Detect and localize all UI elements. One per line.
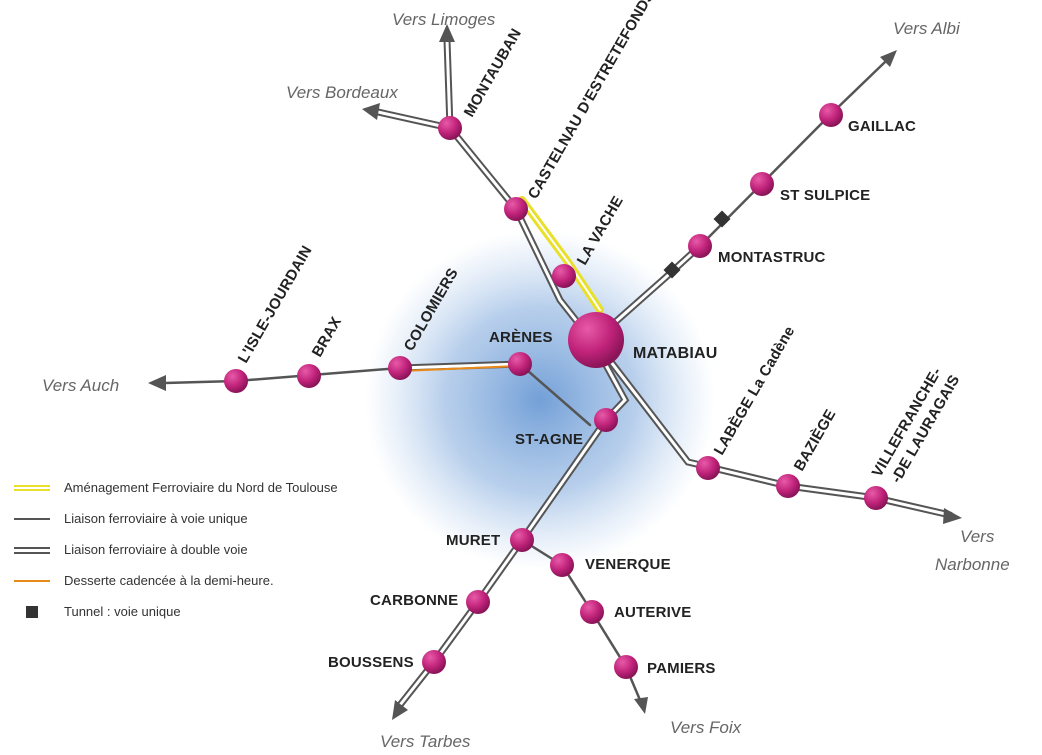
label-labege: LABÈGE La Cadène [711,323,799,458]
station-gaillac[interactable] [819,103,843,127]
track-albi [591,50,897,344]
label-montauban: MONTAUBAN [461,26,525,120]
legend-item-double-track: Liaison ferroviaire à double voie [14,534,374,565]
label-muret: MURET [446,532,500,549]
map-legend: Aménagement Ferroviaire du Nord de Toulo… [14,472,374,627]
label-gaillac: GAILLAC [848,118,916,135]
label-st-agne: ST-AGNE [515,431,583,448]
direction-narbonne-2: Narbonne [935,555,1010,574]
station-labege[interactable] [696,456,720,480]
single-line-swatch [14,512,54,526]
legend-label: Liaison ferroviaire à voie unique [64,511,248,526]
station-venerque[interactable] [550,553,574,577]
label-montastruc: MONTASTRUC [718,249,826,266]
station-baziege[interactable] [776,474,800,498]
station-brax[interactable] [297,364,321,388]
label-baziege: BAZIÈGE [791,407,840,474]
station-arenes[interactable] [508,352,532,376]
label-pamiers: PAMIERS [647,660,716,677]
legend-item-single-track: Liaison ferroviaire à voie unique [14,503,374,534]
label-brax: BRAX [309,314,345,360]
label-castelnau: CASTELNAU D'ESTRETEFONDS [525,0,658,202]
station-colomiers[interactable] [388,356,412,380]
station-carbonne[interactable] [466,590,490,614]
station-castelnau[interactable] [504,197,528,221]
legend-label: Tunnel : voie unique [64,604,181,619]
direction-tarbes: Vers Tarbes [380,732,471,751]
track-arenes-stagne [518,362,592,427]
station-montauban[interactable] [438,116,462,140]
legend-label: Liaison ferroviaire à double voie [64,542,248,557]
direction-narbonne-1: Vers [960,527,995,546]
direction-limoges: Vers Limoges [392,10,496,29]
label-st-sulpice: ST SULPICE [780,187,870,204]
label-isle-jourdain: L'ISLE-JOURDAIN [235,243,316,366]
legend-item-afnt: Aménagement Ferroviaire du Nord de Toulo… [14,472,374,503]
station-auterive[interactable] [580,600,604,624]
label-auterive: AUTERIVE [614,604,691,621]
tunnel-marker [713,210,731,228]
station-la-vache[interactable] [552,264,576,288]
legend-label: Aménagement Ferroviaire du Nord de Toulo… [64,480,338,495]
direction-foix: Vers Foix [670,718,742,737]
tunnel-square-icon [14,605,54,619]
label-venerque: VENERQUE [585,556,671,573]
label-carbonne: CARBONNE [370,592,458,609]
legend-label: Desserte cadencée à la demi-heure. [64,573,274,588]
orange-line-swatch [14,574,54,588]
track-north [446,124,604,342]
station-villefranche[interactable] [864,486,888,510]
direction-albi: Vers Albi [893,19,961,38]
station-boussens[interactable] [422,650,446,674]
direction-labels: Vers Limoges Vers Bordeaux Vers Albi Ver… [42,10,1010,751]
track-limoges [439,24,455,132]
tunnel-marker [663,261,681,279]
station-matabiau[interactable] [568,312,624,368]
station-montastruc[interactable] [688,234,712,258]
track-bordeaux [362,103,454,132]
stations [224,103,888,679]
station-muret[interactable] [510,528,534,552]
legend-item-tunnel: Tunnel : voie unique [14,596,374,627]
track-auch [148,360,524,391]
direction-bordeaux: Vers Bordeaux [286,83,398,102]
station-pamiers[interactable] [614,655,638,679]
station-st-agne[interactable] [594,408,618,432]
label-arenes: ARÈNES [489,329,553,346]
double-line-swatch [14,543,54,557]
direction-auch: Vers Auch [42,376,119,395]
yellow-double-line-swatch [14,481,54,495]
station-isle-jourdain[interactable] [224,369,248,393]
legend-item-half-hour: Desserte cadencée à la demi-heure. [14,565,374,596]
label-matabiau: MATABIAU [633,345,718,362]
label-boussens: BOUSSENS [328,654,414,671]
station-st-sulpice[interactable] [750,172,774,196]
